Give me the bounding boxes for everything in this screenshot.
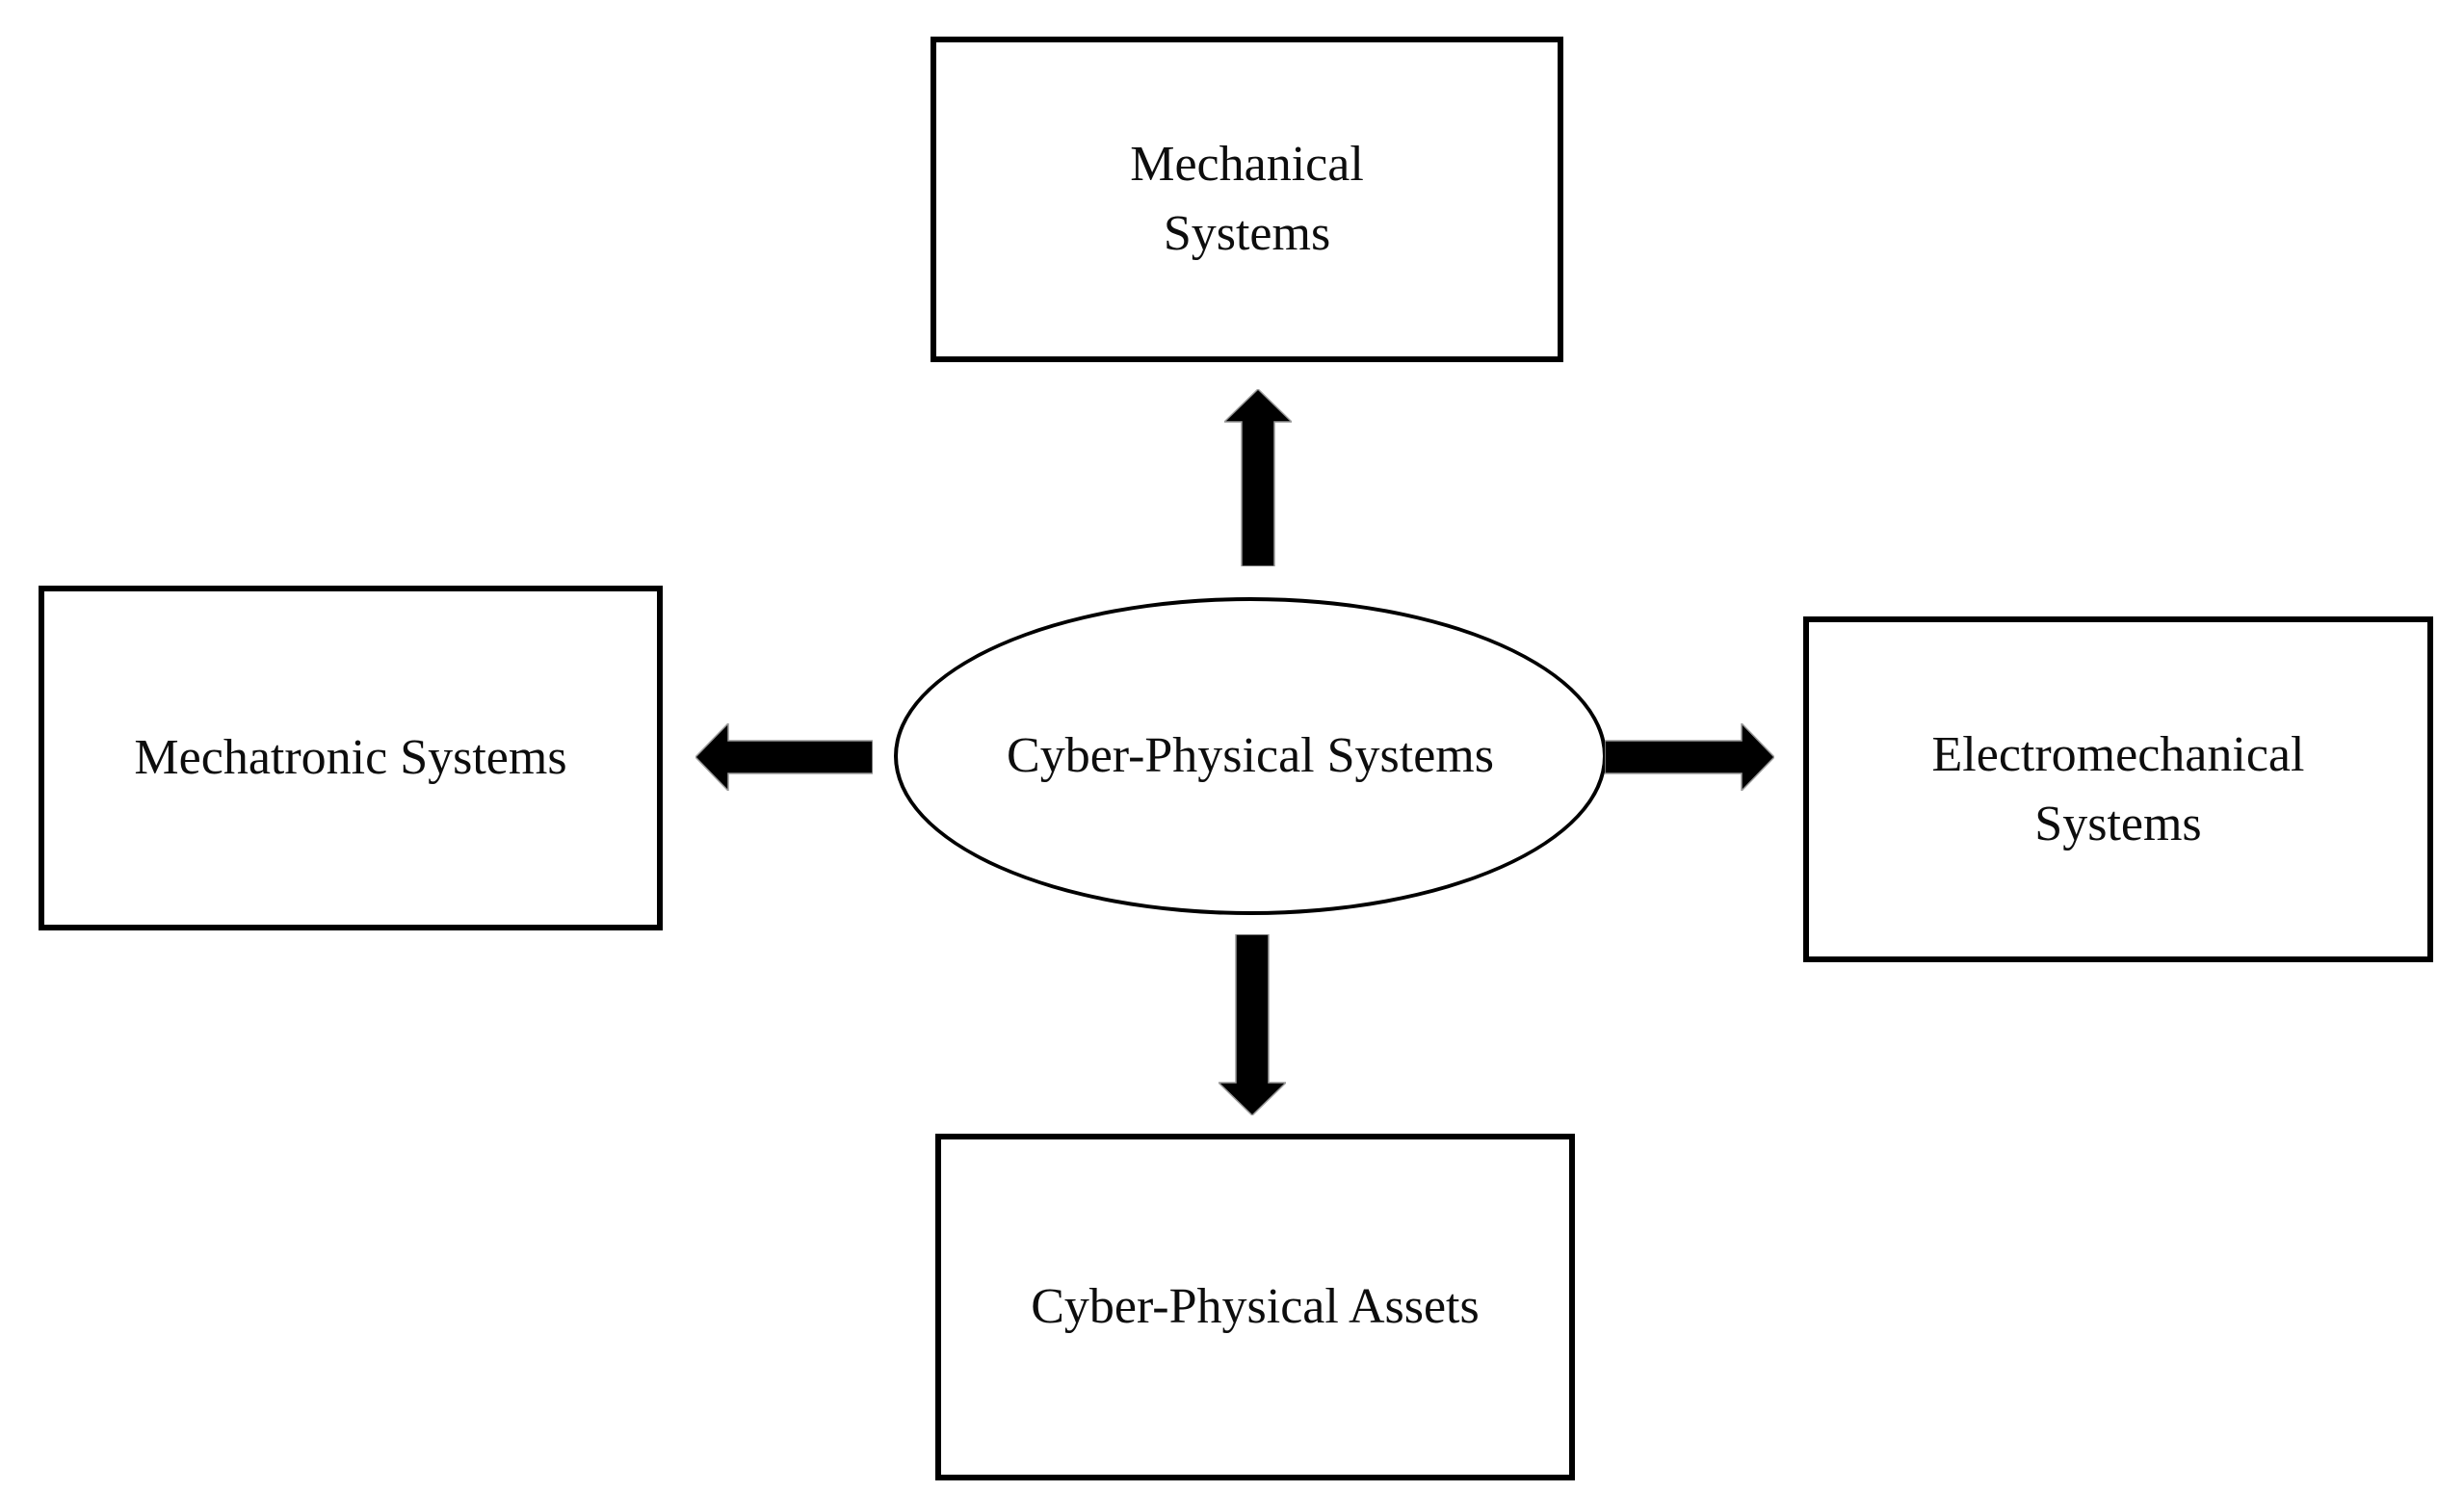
arrow-right-icon — [1605, 723, 1774, 791]
node-cyber-physical-systems-label: Cyber-Physical Systems — [1007, 721, 1494, 791]
node-cyber-physical-assets: Cyber-Physical Assets — [935, 1134, 1575, 1480]
node-cyber-physical-assets-label: Cyber-Physical Assets — [1031, 1272, 1480, 1342]
node-mechatronic-systems-label: Mechatronic Systems — [134, 723, 566, 793]
label-line: Cyber-Physical Systems — [1007, 728, 1494, 784]
arrow-down-icon — [1219, 934, 1286, 1115]
label-line: Systems — [1163, 206, 1331, 261]
label-line: Systems — [2034, 796, 2202, 851]
label-line: Electromechanical — [1931, 726, 2305, 782]
node-mechanical-systems: Mechanical Systems — [931, 37, 1563, 362]
node-cyber-physical-systems: Cyber-Physical Systems — [894, 597, 1607, 915]
label-line: Mechatronic Systems — [134, 730, 567, 786]
node-electromechanical-systems: Electromechanical Systems — [1803, 616, 2433, 962]
node-mechanical-systems-label: Mechanical Systems — [1130, 130, 1364, 269]
arrow-left-icon — [695, 723, 873, 791]
node-electromechanical-systems-label: Electromechanical Systems — [1932, 720, 2305, 859]
label-line: Mechanical — [1130, 137, 1364, 193]
node-mechatronic-systems: Mechatronic Systems — [39, 586, 663, 930]
arrow-up-icon — [1224, 389, 1292, 566]
label-line: Cyber-Physical Assets — [1031, 1279, 1480, 1335]
